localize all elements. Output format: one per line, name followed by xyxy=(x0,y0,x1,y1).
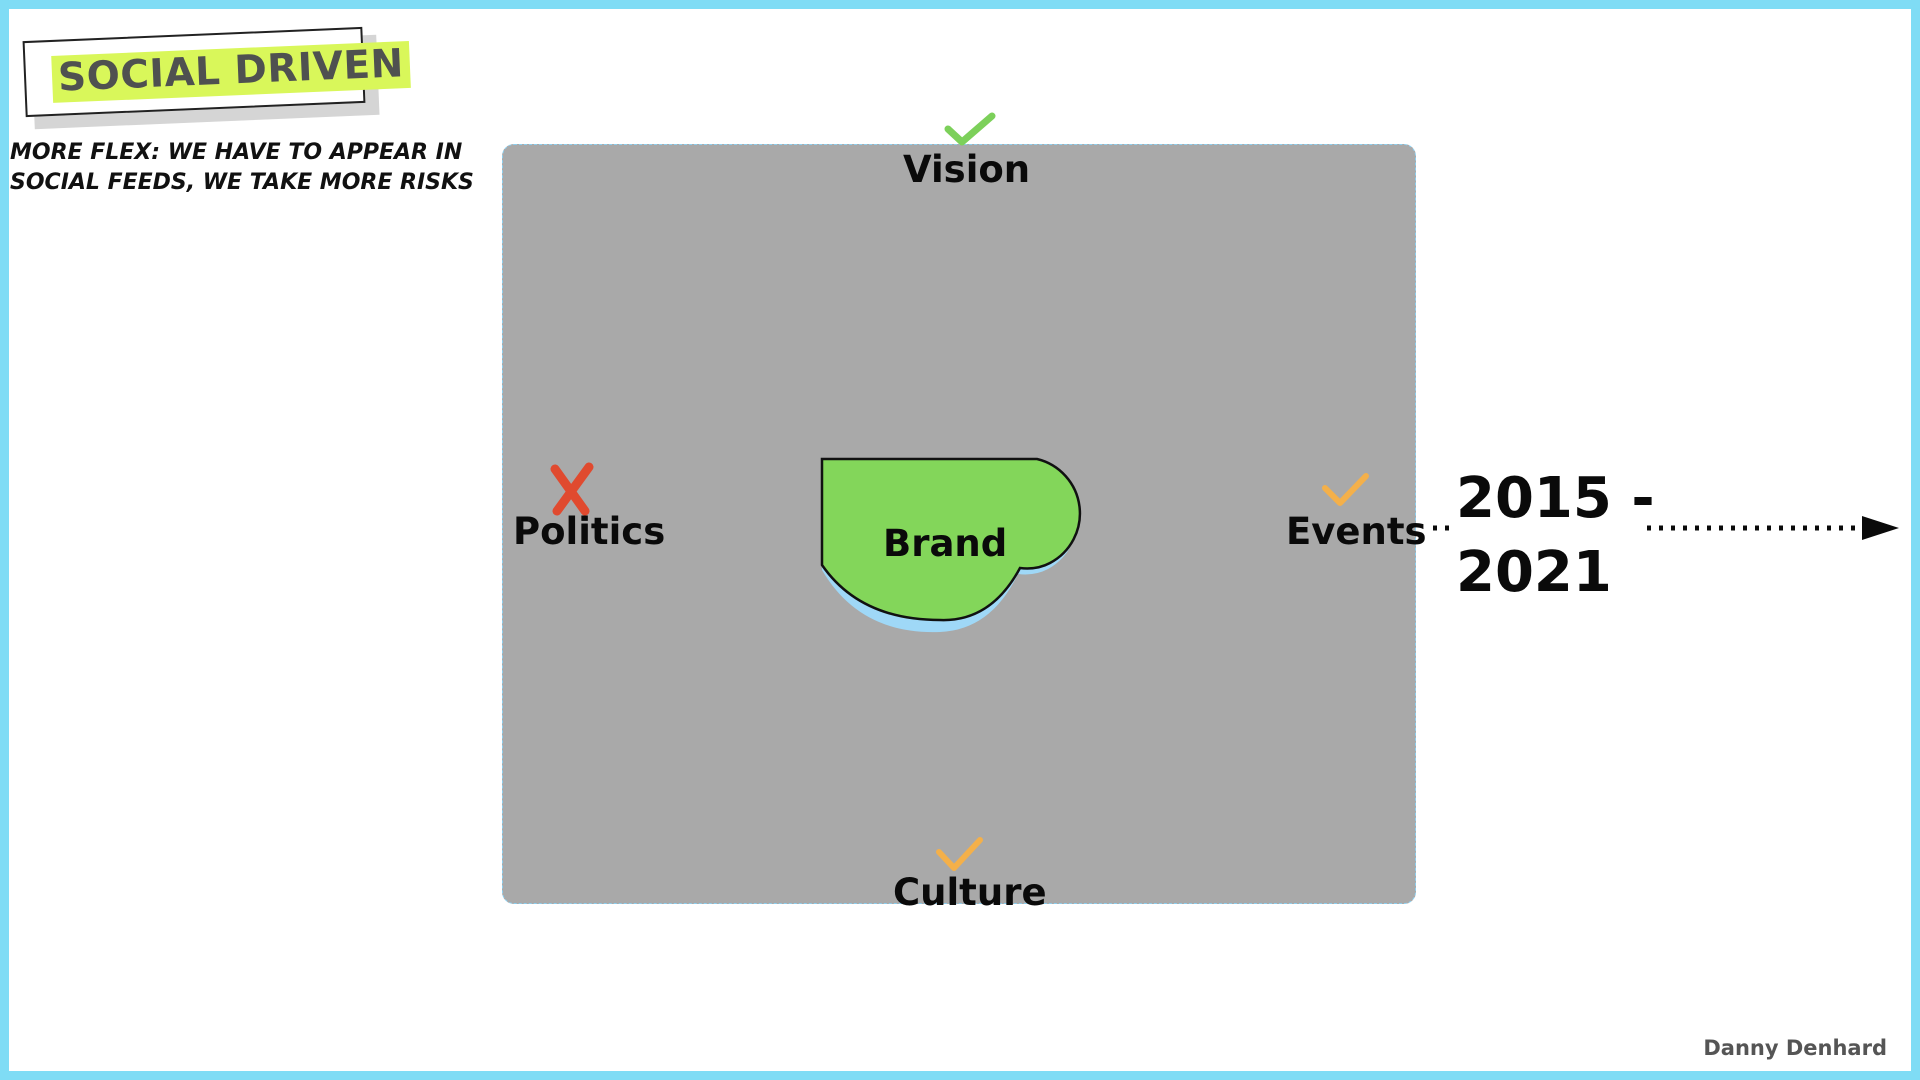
arrow-head-icon xyxy=(1862,516,1899,540)
culture-label: Culture xyxy=(893,871,1047,914)
author-credit: Danny Denhard xyxy=(1703,1036,1887,1060)
year-range-start: 2015 - xyxy=(1456,466,1655,531)
subtitle: MORE FLEX: WE HAVE TO APPEAR IN SOCIAL F… xyxy=(10,138,480,198)
title-tag-label: SOCIAL DRIVEN xyxy=(51,40,411,103)
year-range: 2015 - 2021 xyxy=(1456,462,1655,610)
politics-label: Politics xyxy=(513,510,666,553)
culture-check-icon xyxy=(936,837,983,871)
vision-check-icon xyxy=(944,112,996,146)
subtitle-line-2: SOCIAL FEEDS, WE TAKE MORE RISKS xyxy=(10,170,474,195)
diagram-board xyxy=(502,144,1416,904)
brand-shape-fill xyxy=(820,457,1082,622)
events-check-icon xyxy=(1322,473,1369,506)
brand-shape xyxy=(820,457,1082,633)
subtitle-line-1: MORE FLEX: WE HAVE TO APPEAR IN xyxy=(10,140,463,165)
brand-label: Brand xyxy=(883,522,1008,565)
vision-label: Vision xyxy=(903,148,1031,191)
title-tag: SOCIAL DRIVEN xyxy=(22,26,411,118)
events-label: Events xyxy=(1286,510,1427,553)
timeline-arrow xyxy=(1433,516,1899,540)
politics-cross-icon xyxy=(550,462,594,516)
year-range-end: 2021 xyxy=(1456,540,1612,605)
